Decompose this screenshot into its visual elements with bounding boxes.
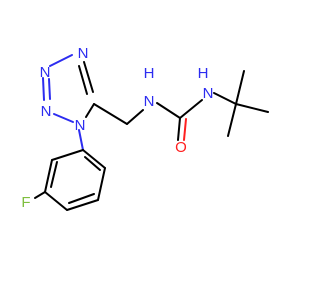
bond-ch2-nh (126, 109, 144, 125)
bond-co-nh (179, 99, 203, 119)
bond-co-o-double (183, 118, 187, 141)
bond-ring-1-inner (84, 156, 101, 171)
bond-tbu-methyl-right (235, 103, 269, 113)
bond-n2-n1 (53, 113, 74, 123)
bond-n3-n2 (42, 77, 45, 101)
bond-ring-5-inner (50, 161, 58, 188)
bond-aryl-f (34, 191, 46, 199)
bond-tbu-methyl-bottom (227, 103, 237, 137)
atom-n-urea-right: N (203, 85, 214, 102)
atom-h-urea-right: H (198, 65, 209, 82)
bond-n1-aryl (78, 129, 84, 151)
bond-ring-1 (82, 149, 106, 169)
bond-nh-tbu (213, 92, 237, 105)
bond-ring-6 (51, 149, 84, 161)
bond-c5-n4 (83, 61, 94, 93)
bond-n1-c5 (85, 103, 95, 118)
atom-n-tetrazole-bottom-left: N (41, 103, 52, 120)
bond-c5-n4-double (78, 65, 88, 95)
atom-n-tetrazole-aryl: N (75, 117, 86, 134)
bond-c5-ch2 (93, 103, 128, 125)
atom-labels: N N N N H N H N O F (21, 45, 213, 211)
atom-h-urea-left: H (144, 65, 155, 82)
bond-n3-n2-double (48, 78, 51, 100)
atom-n-tetrazole-left: N (40, 64, 51, 81)
bond-co-o (177, 117, 181, 141)
atom-f-aryl: F (21, 194, 30, 211)
atom-n-tetrazole-top: N (78, 45, 89, 62)
bond-ring-3-inner (68, 193, 95, 204)
atom-n-urea-left: N (144, 93, 155, 110)
atom-o-carbonyl: O (175, 139, 187, 156)
molecule-structure: N N N N H N H N O F (21, 45, 269, 211)
bond-ring-2 (97, 167, 106, 201)
tert-butyl-group (227, 70, 269, 137)
urea-chain (93, 92, 237, 141)
bond-ring-3 (66, 199, 99, 211)
bond-ring-4 (44, 191, 68, 211)
bond-n4-n3 (49, 54, 73, 67)
tetrazole-ring (42, 54, 95, 123)
bond-tbu-methyl-top (235, 70, 245, 105)
bond-ring-5 (44, 159, 53, 193)
fluorophenyl-ring (34, 129, 106, 211)
bond-nh-co (156, 102, 181, 119)
